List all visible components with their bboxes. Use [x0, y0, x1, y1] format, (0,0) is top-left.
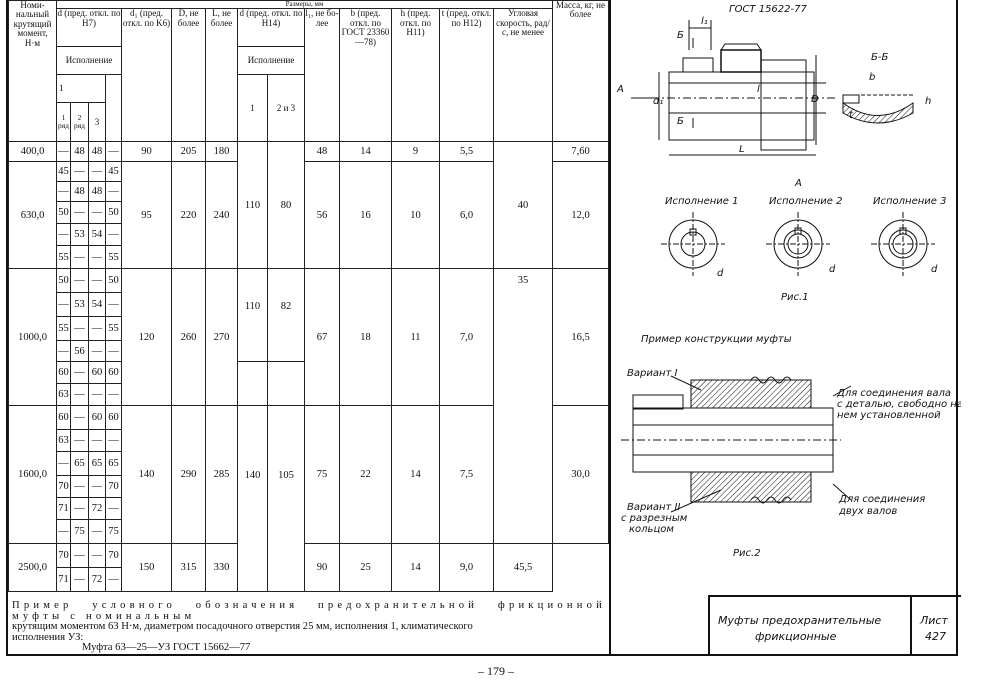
sub-3: 3 — [88, 102, 106, 143]
svg-text:Вариант II: Вариант II — [627, 502, 680, 513]
col-mass: Масса, кг, не более — [552, 0, 609, 143]
svg-text:Для соединения: Для соединения — [838, 494, 925, 505]
example-label: Пример конструкции муфты — [641, 334, 792, 345]
note-line-3: исполнения УЗ: — [12, 631, 84, 643]
svg-text:d: d — [717, 268, 724, 279]
execution-label: Исполнение — [56, 46, 122, 76]
svg-text:Исполнение 3: Исполнение 3 — [873, 196, 946, 207]
construction-view — [621, 375, 852, 513]
sheet-label: Лист — [920, 614, 948, 627]
col-t: t (пред. откл. по H12) — [439, 8, 494, 143]
svg-text:А: А — [616, 84, 624, 95]
col-b: b (пред. откл. по ГОСТ 23360—78) — [339, 8, 392, 143]
svg-text:D: D — [811, 94, 819, 105]
svg-text:d: d — [931, 264, 938, 275]
spec-table: Номи-нальный крутящий момент, Н·м Размер… — [8, 0, 609, 593]
svg-text:Для соединения вала: Для соединения вала — [836, 388, 951, 399]
svg-text:с разрезным: с разрезным — [621, 513, 688, 524]
exec-1b: 1 — [237, 74, 268, 143]
section-bb: Б-Б — [871, 52, 888, 63]
svg-text:Б: Б — [677, 30, 684, 41]
assembly-view — [631, 20, 914, 156]
svg-text:l₁: l₁ — [701, 16, 708, 27]
coupling-drawings: ГОСТ 15622-77 l₁ Б — [616, 4, 961, 559]
svg-text:l: l — [757, 84, 760, 95]
drawing-sheet: Номи-нальный крутящий момент, Н·м Размер… — [6, 0, 961, 656]
col-h: h (пред. откл. по H11) — [391, 8, 440, 143]
sheet-divider — [609, 0, 611, 654]
execution-label-2: Исполнение — [237, 46, 305, 76]
page-number: – 179 – — [478, 664, 514, 678]
designation-example: Пример условного обозначения предохранит… — [12, 600, 606, 654]
svg-text:d: d — [829, 264, 836, 275]
col-L: L, не более — [205, 8, 238, 143]
col-l1: l₁, не бо-лее — [304, 8, 340, 143]
svg-text:Исполнение 1: Исполнение 1 — [665, 196, 738, 207]
svg-text:Исполнение 2: Исполнение 2 — [769, 196, 842, 207]
gost-label: ГОСТ 15622-77 — [729, 4, 807, 15]
svg-text:нем установленной: нем установленной — [837, 410, 941, 421]
col-d1: d₁ (пред. откл. по K6) — [121, 8, 172, 143]
svg-text:h: h — [925, 96, 931, 107]
title-line-2: фрикционные — [755, 630, 837, 643]
fig-2: Рис.2 — [733, 548, 761, 559]
note-line-1: Пример условного обозначения предохранит… — [12, 600, 606, 622]
svg-text:Вариант I: Вариант I — [627, 368, 678, 379]
exec-23: 2 и 3 — [267, 74, 305, 143]
sizes-header: Размеры, мм — [56, 0, 553, 10]
col-torque: Номи-нальный крутящий момент, Н·м — [8, 0, 57, 143]
designation-formula: Муфта 63—25—УЗ ГОСТ 15662—77 — [82, 642, 251, 654]
exec-1: 1 — [56, 74, 106, 104]
svg-text:двух валов: двух валов — [838, 506, 897, 517]
svg-text:с деталью, свободно на: с деталью, свободно на — [837, 398, 961, 410]
sheet-number: 427 — [925, 630, 946, 643]
view-a: А — [794, 178, 802, 189]
svg-text:кольцом: кольцом — [629, 524, 674, 535]
svg-text:b: b — [869, 72, 875, 83]
svg-text:L: L — [739, 144, 745, 155]
col-D: D, не более — [171, 8, 206, 143]
svg-text:Б: Б — [677, 116, 684, 127]
fig-1: Рис.1 — [781, 292, 809, 303]
col-d: d (пред. откл. по H7) — [56, 8, 122, 48]
svg-text:d₁: d₁ — [653, 96, 663, 107]
col-d-h14: d (пред. откл. по H14) — [237, 8, 305, 48]
svg-text:t: t — [849, 110, 854, 121]
col-speed: Угловая скорость, рад/с, не менее — [493, 8, 553, 143]
execution-views — [661, 212, 935, 276]
title-block: Муфты предохранительные фрикционные Лист… — [708, 595, 961, 655]
note-line-2: крутящим моментом 63 Н·м, диаметром поса… — [12, 621, 473, 633]
title-line-1: Муфты предохранительные — [718, 614, 882, 627]
